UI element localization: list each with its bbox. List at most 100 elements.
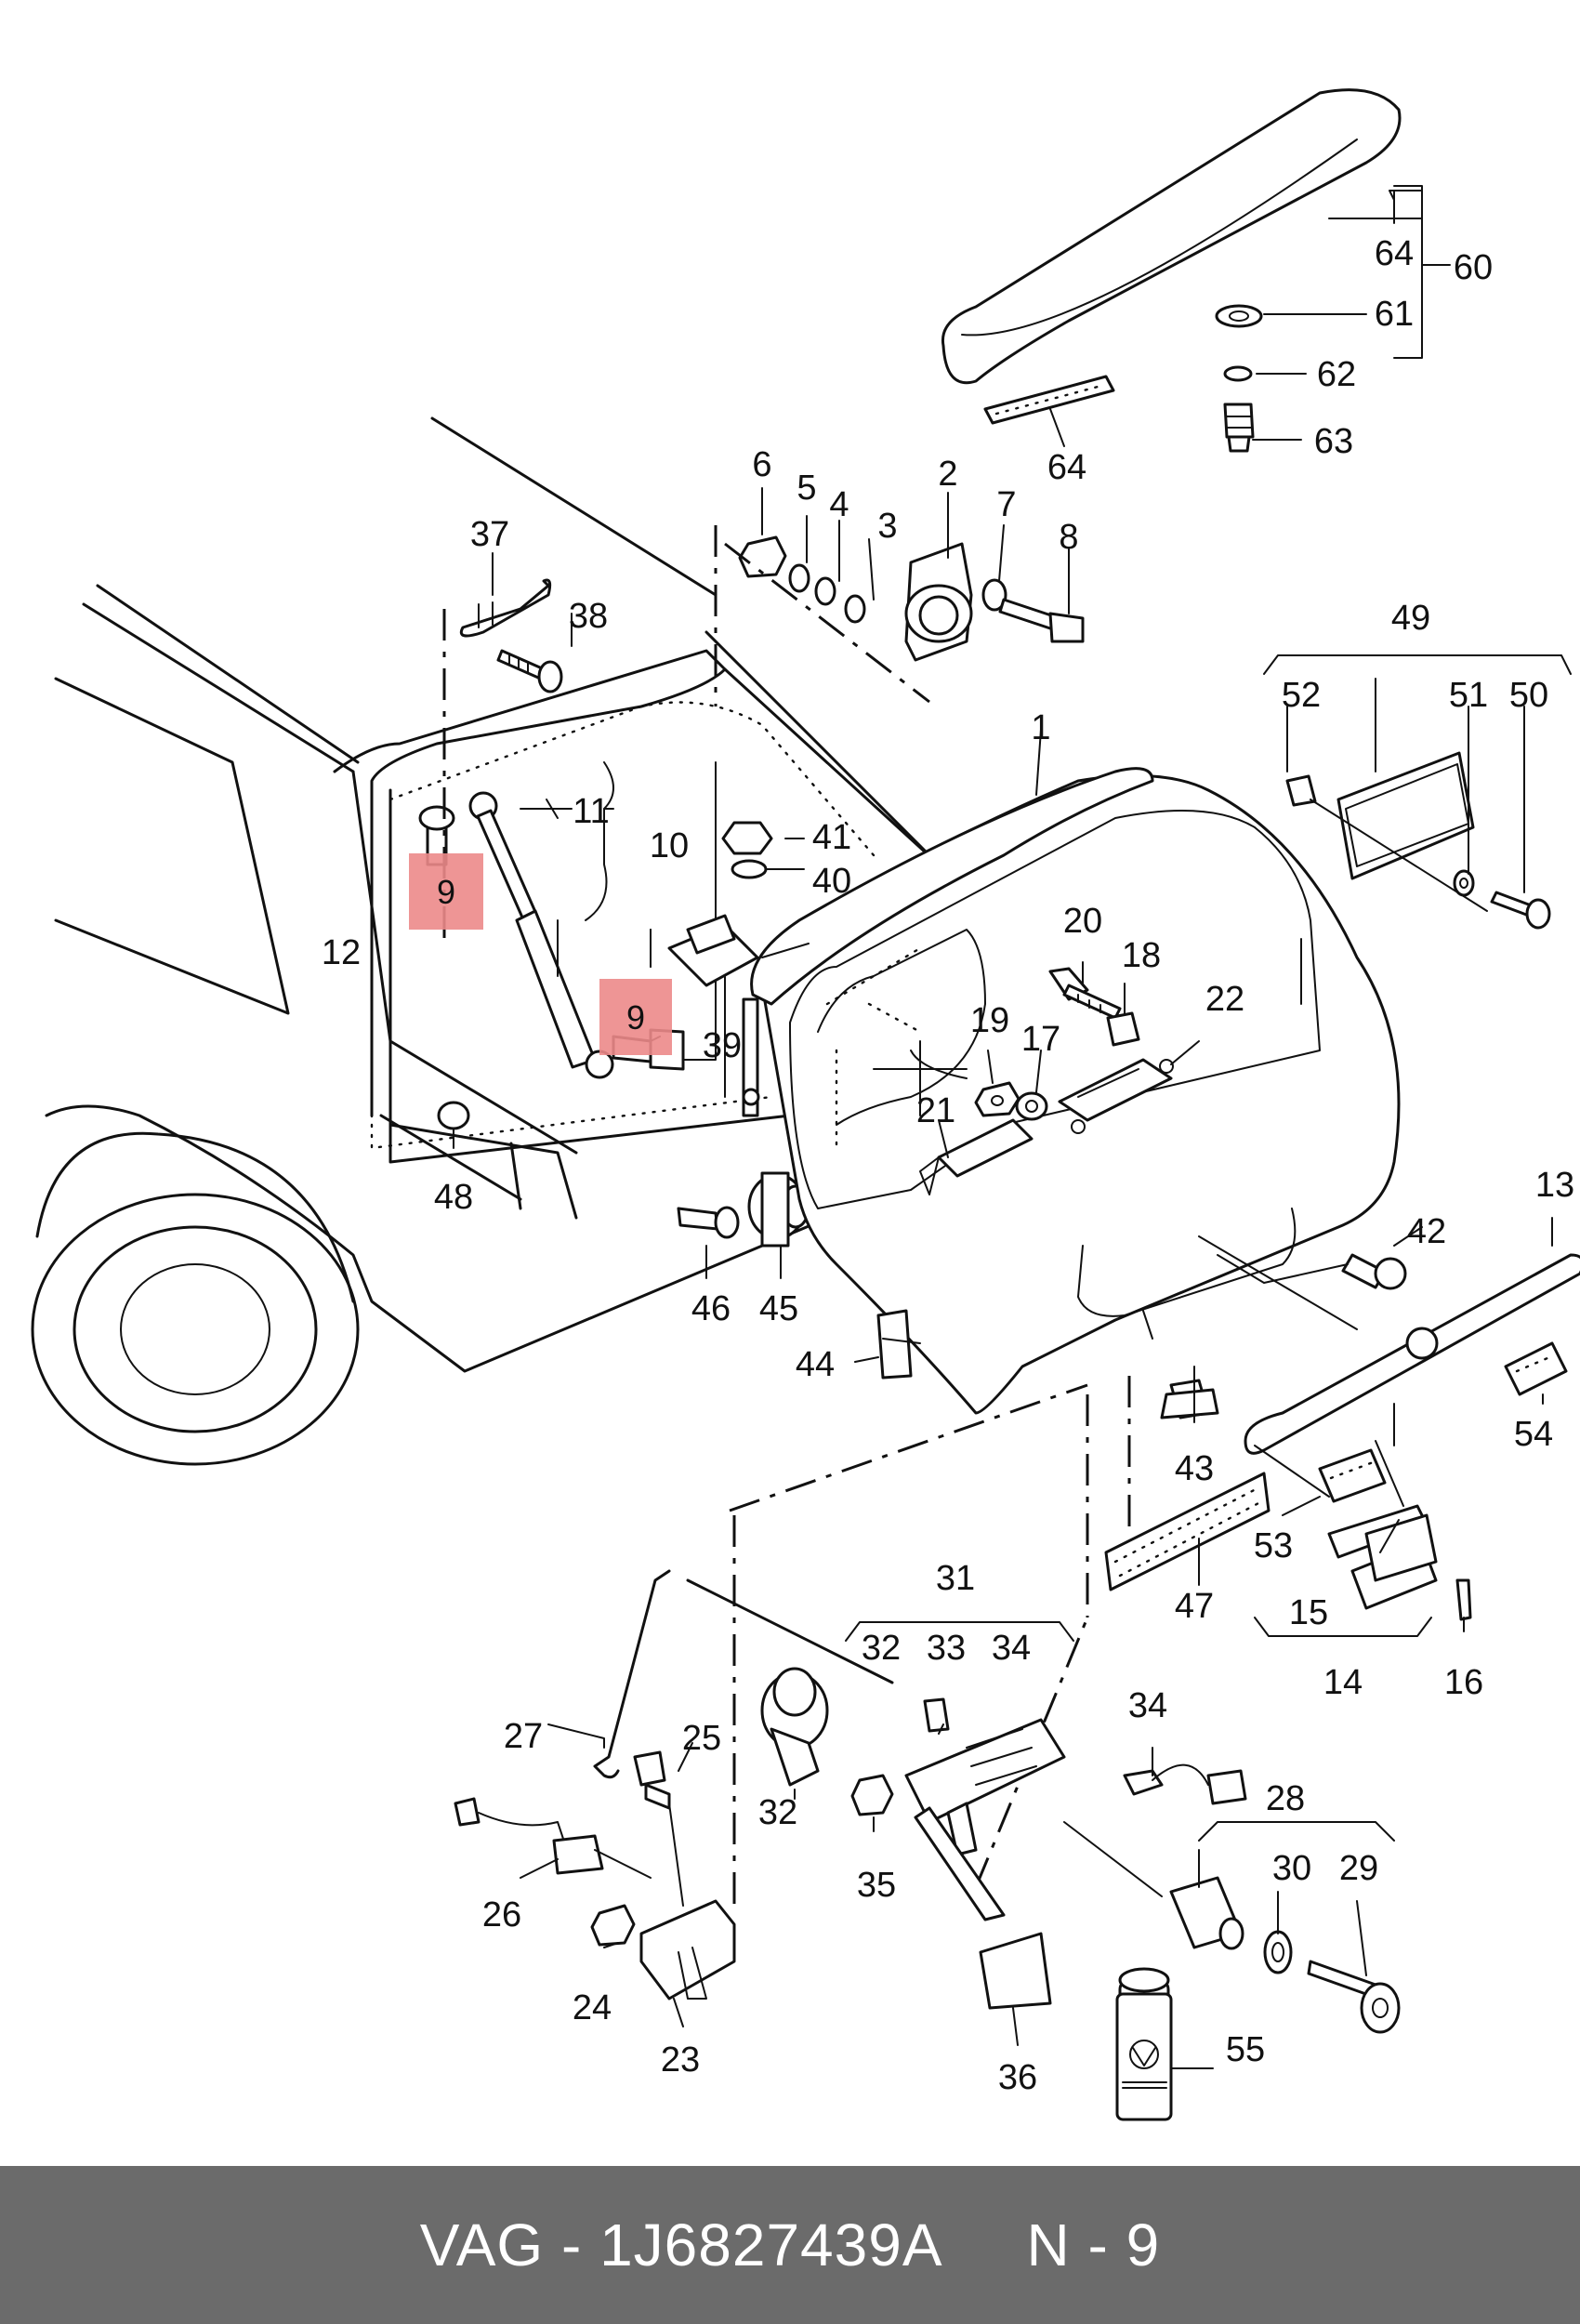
lock-body-31	[904, 1718, 1066, 1921]
bracket-22	[1058, 1058, 1174, 1134]
callout-51: 51	[1449, 676, 1488, 715]
callout-9-right: 9	[626, 998, 645, 1037]
callout-63: 63	[1314, 422, 1353, 461]
striker-bracket	[667, 914, 760, 1117]
pad-53	[1318, 1448, 1387, 1503]
callout-27: 27	[504, 1717, 543, 1756]
washer-3	[844, 594, 866, 624]
key-29	[1307, 1960, 1401, 2034]
callout-17: 17	[1021, 1020, 1060, 1059]
callout-42: 42	[1407, 1212, 1446, 1251]
callout-23: 23	[661, 2040, 700, 2080]
clip-44	[876, 1309, 913, 1380]
highlight-9-left	[409, 853, 483, 930]
nut-6	[738, 535, 787, 578]
callout-20: 20	[1063, 902, 1102, 941]
callout-52: 52	[1282, 676, 1321, 715]
callout-11: 11	[573, 792, 609, 831]
callout-10: 10	[650, 826, 689, 865]
callout-8: 8	[1059, 518, 1078, 557]
spoiler-fasteners	[1215, 304, 1263, 453]
callout-1: 1	[1031, 708, 1050, 747]
callout-54: 54	[1514, 1415, 1553, 1454]
callout-61: 61	[1375, 295, 1414, 334]
callout-32: 32	[758, 1793, 797, 1832]
washer-17	[1015, 1091, 1048, 1121]
callout-46: 46	[691, 1289, 731, 1328]
callout-26: 26	[482, 1895, 521, 1934]
callout-22: 22	[1205, 980, 1244, 1019]
callout-5: 5	[797, 469, 816, 508]
bracket-21	[919, 1118, 1034, 1195]
callout-36: 36	[998, 2058, 1037, 2097]
screw-38	[496, 649, 563, 693]
callout-13: 13	[1535, 1166, 1574, 1205]
callout-64-spoiler: 64	[1375, 234, 1414, 273]
washer-30	[1263, 1930, 1293, 1974]
callout-48: 48	[434, 1178, 473, 1217]
sealant-can-55	[1115, 1967, 1173, 2121]
wiring-26	[454, 1797, 604, 1875]
callout-47: 47	[1175, 1587, 1214, 1626]
callout-7: 7	[996, 485, 1016, 524]
footer-brand: VAG	[419, 2212, 545, 2278]
highlight-9-right	[599, 979, 672, 1055]
callout-53: 53	[1254, 1526, 1293, 1565]
washer-5	[788, 563, 810, 593]
hinge-cover-37	[459, 578, 552, 638]
handle-strip-13	[1244, 1253, 1580, 1455]
screw-16	[1455, 1578, 1472, 1621]
clip-25	[633, 1750, 666, 1787]
footer-position-label: N - 9	[1026, 2212, 1161, 2278]
callout-3: 3	[877, 507, 897, 546]
callout-31: 31	[936, 1559, 975, 1598]
screw-50	[1490, 891, 1551, 930]
callout-33: 33	[927, 1629, 966, 1668]
callout-28: 28	[1266, 1779, 1305, 1818]
bolt-8	[998, 598, 1085, 643]
plug-48	[437, 1101, 470, 1130]
clip-33	[923, 1697, 950, 1733]
callout-29: 29	[1339, 1849, 1378, 1888]
connector-34	[1123, 1769, 1164, 1796]
license-light-15	[1327, 1504, 1438, 1610]
callout-44: 44	[796, 1345, 835, 1384]
callout-34: 34	[1128, 1686, 1167, 1725]
nut-24	[590, 1904, 636, 1947]
callout-15: 15	[1289, 1593, 1328, 1632]
bolt-42	[1341, 1253, 1407, 1290]
callout-43: 43	[1175, 1449, 1214, 1488]
vehicle-rear-body	[31, 416, 941, 1466]
rod-27	[593, 1569, 894, 1779]
exploded-parts-diagram: 9 9 1 2 3 4 5 6 7 8 10 11 12 13 14 15 16…	[31, 88, 1580, 2121]
callout-12: 12	[322, 933, 361, 972]
rear-spoiler	[941, 88, 1402, 425]
callout-35: 35	[857, 1866, 896, 1905]
callout-41: 41	[812, 818, 851, 857]
gas-strut	[418, 791, 685, 1079]
callout-50: 50	[1509, 676, 1548, 715]
callout-25: 25	[682, 1719, 721, 1758]
washer-4	[814, 576, 836, 606]
callout-19: 19	[970, 1001, 1009, 1040]
callout-18: 18	[1122, 936, 1161, 975]
callout-55: 55	[1226, 2030, 1265, 2069]
callout-9-left: 9	[437, 873, 455, 911]
handle-43	[1160, 1379, 1219, 1419]
callout-60: 60	[1454, 248, 1493, 287]
callout-14: 14	[1323, 1663, 1363, 1702]
callout-37: 37	[470, 515, 509, 554]
callout-49: 49	[1391, 599, 1430, 638]
callout-64-strip: 64	[1047, 448, 1086, 487]
callout-2: 2	[938, 455, 957, 494]
clip-18	[1106, 1011, 1140, 1047]
callout-62: 62	[1317, 355, 1356, 394]
callout-4: 4	[829, 485, 849, 524]
nut-35	[850, 1774, 894, 1816]
nut-washer-40-41	[721, 821, 773, 879]
callout-30: 30	[1272, 1849, 1311, 1888]
callout-16: 16	[1444, 1663, 1483, 1702]
hinge-2	[904, 542, 973, 662]
lock-cylinder-28	[1169, 1876, 1244, 1950]
